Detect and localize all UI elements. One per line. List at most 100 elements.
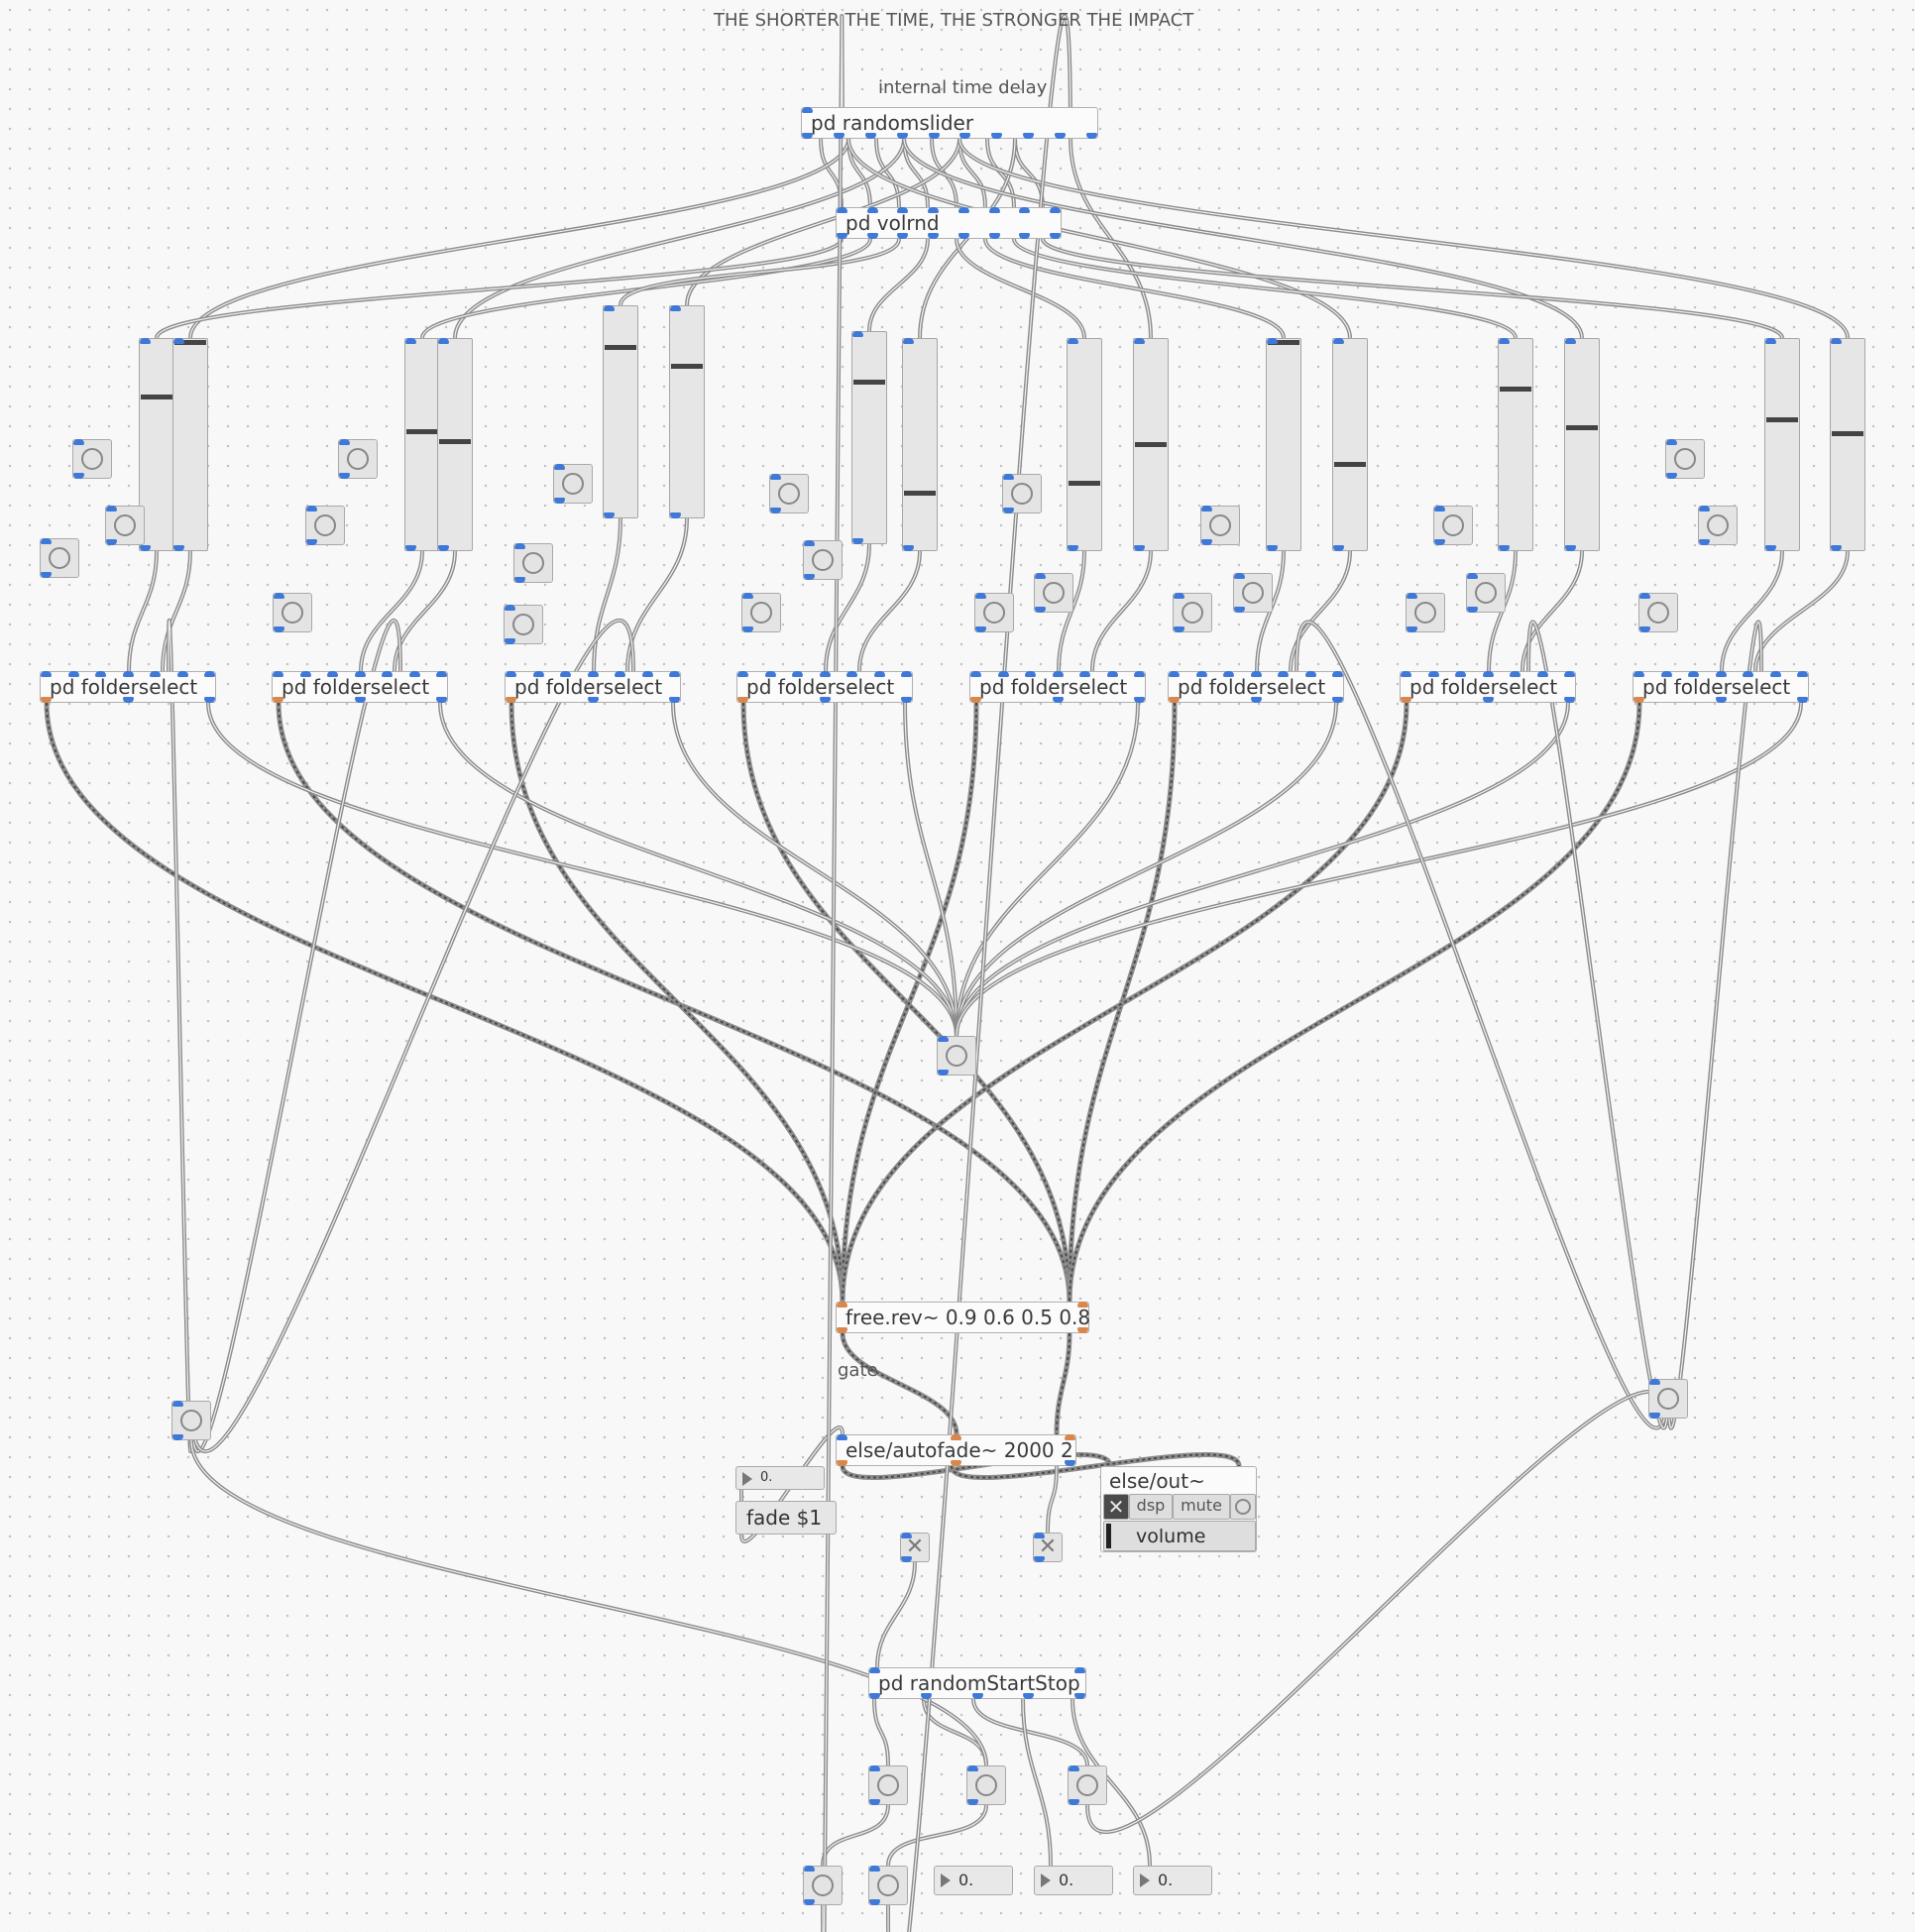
folderselect-object-8[interactable]: pd folderselect <box>1633 671 1809 703</box>
inlet[interactable] <box>938 1036 949 1042</box>
outlet[interactable] <box>339 473 350 479</box>
control-cord[interactable] <box>206 702 958 1037</box>
slider-knob[interactable] <box>439 439 471 444</box>
outlet[interactable] <box>970 697 981 703</box>
inlet[interactable] <box>1499 338 1510 344</box>
control-cord[interactable] <box>393 550 457 672</box>
outlet[interactable] <box>1035 607 1046 613</box>
inlet[interactable] <box>869 1765 880 1771</box>
inlet[interactable] <box>172 1401 183 1407</box>
inlet[interactable] <box>1069 1765 1079 1771</box>
control-cord[interactable] <box>821 1804 890 1867</box>
outlet[interactable] <box>1633 697 1644 703</box>
outlet[interactable] <box>837 1460 847 1466</box>
inlet[interactable] <box>1639 593 1650 599</box>
inlet[interactable] <box>742 593 753 599</box>
bang-button[interactable] <box>1200 506 1240 545</box>
bang-button[interactable] <box>273 593 312 632</box>
control-cord[interactable] <box>819 138 844 208</box>
outlet[interactable] <box>1023 133 1035 139</box>
slider-knob[interactable] <box>1135 442 1167 447</box>
control-cord[interactable] <box>155 238 844 339</box>
inlet[interactable] <box>554 464 565 470</box>
control-cord[interactable] <box>1085 1389 1670 1835</box>
bang-button[interactable] <box>1034 573 1073 613</box>
outlet[interactable] <box>354 697 366 703</box>
inlet[interactable] <box>1482 671 1494 677</box>
bang-button[interactable] <box>553 464 593 504</box>
control-cord[interactable] <box>189 618 402 1454</box>
outlet[interactable] <box>1699 539 1710 545</box>
outlet[interactable] <box>869 1693 880 1699</box>
outlet[interactable] <box>869 1899 880 1905</box>
outlet[interactable] <box>436 697 447 703</box>
inlet[interactable] <box>1201 506 1212 511</box>
inlet[interactable] <box>837 1302 847 1307</box>
toggle-right[interactable]: ✕ <box>1033 1533 1063 1562</box>
inlet[interactable] <box>327 671 338 677</box>
bang-button[interactable] <box>1466 573 1506 613</box>
control-cord[interactable] <box>983 238 1286 339</box>
inlet[interactable] <box>604 305 615 311</box>
control-cord[interactable] <box>886 14 1072 1932</box>
control-cord[interactable] <box>1720 550 1784 672</box>
bang-button[interactable] <box>868 1866 908 1905</box>
inlet[interactable] <box>274 593 284 599</box>
vslider-9[interactable] <box>1067 338 1102 551</box>
inlet[interactable] <box>737 671 748 677</box>
outlet[interactable] <box>928 133 940 139</box>
bang-button[interactable] <box>1406 593 1445 632</box>
control-cord[interactable] <box>1012 238 1518 339</box>
inlet[interactable] <box>869 1866 880 1872</box>
inlet[interactable] <box>901 671 912 677</box>
inlet[interactable] <box>1510 671 1521 677</box>
fade-message-box[interactable]: fade $1 <box>735 1501 837 1534</box>
outlet[interactable] <box>1765 545 1776 551</box>
outlet[interactable] <box>742 626 753 632</box>
inlet[interactable] <box>1068 338 1078 344</box>
outlet[interactable] <box>173 545 184 551</box>
outlet[interactable] <box>951 1460 961 1466</box>
outlet[interactable] <box>804 1899 815 1905</box>
inlet[interactable] <box>173 338 184 344</box>
inlet[interactable] <box>819 671 831 677</box>
control-cord[interactable] <box>127 550 159 672</box>
outlet[interactable] <box>1401 697 1411 703</box>
inlet[interactable] <box>532 671 544 677</box>
outlet[interactable] <box>1267 545 1278 551</box>
vslider-3[interactable] <box>404 338 440 551</box>
outlet[interactable] <box>1333 545 1344 551</box>
signal-cord[interactable] <box>44 702 845 1303</box>
inlet[interactable] <box>1797 671 1808 677</box>
inlet[interactable] <box>1169 671 1180 677</box>
autofade-object[interactable]: else/autofade~ 2000 2 <box>836 1434 1076 1466</box>
inlet[interactable] <box>140 338 151 344</box>
slider-knob[interactable] <box>1334 462 1366 467</box>
control-cord[interactable] <box>874 138 901 208</box>
outlet[interactable] <box>928 233 940 239</box>
volrnd-object[interactable]: pd volrnd <box>836 207 1062 239</box>
inlet[interactable] <box>176 671 188 677</box>
bang-button[interactable] <box>72 439 112 479</box>
inlet[interactable] <box>852 331 863 337</box>
outlet[interactable] <box>819 697 831 703</box>
inlet[interactable] <box>1633 671 1644 677</box>
mute-button[interactable]: mute <box>1173 1494 1230 1520</box>
outlet[interactable] <box>988 233 1000 239</box>
inlet[interactable] <box>339 439 350 445</box>
outlet[interactable] <box>1034 1556 1045 1562</box>
outlet[interactable] <box>837 233 847 239</box>
inlet[interactable] <box>869 1667 880 1673</box>
inlet[interactable] <box>408 671 420 677</box>
outlet[interactable] <box>901 1556 912 1562</box>
inlet[interactable] <box>770 474 781 480</box>
control-cord[interactable] <box>955 702 1803 1037</box>
inlet[interactable] <box>1195 671 1207 677</box>
outlet[interactable] <box>1639 626 1650 632</box>
inlet[interactable] <box>1407 593 1417 599</box>
outlet[interactable] <box>958 233 969 239</box>
slider-knob[interactable] <box>406 429 438 434</box>
outlet[interactable] <box>1169 697 1180 703</box>
control-cord[interactable] <box>619 238 901 306</box>
inlet[interactable] <box>1660 671 1672 677</box>
